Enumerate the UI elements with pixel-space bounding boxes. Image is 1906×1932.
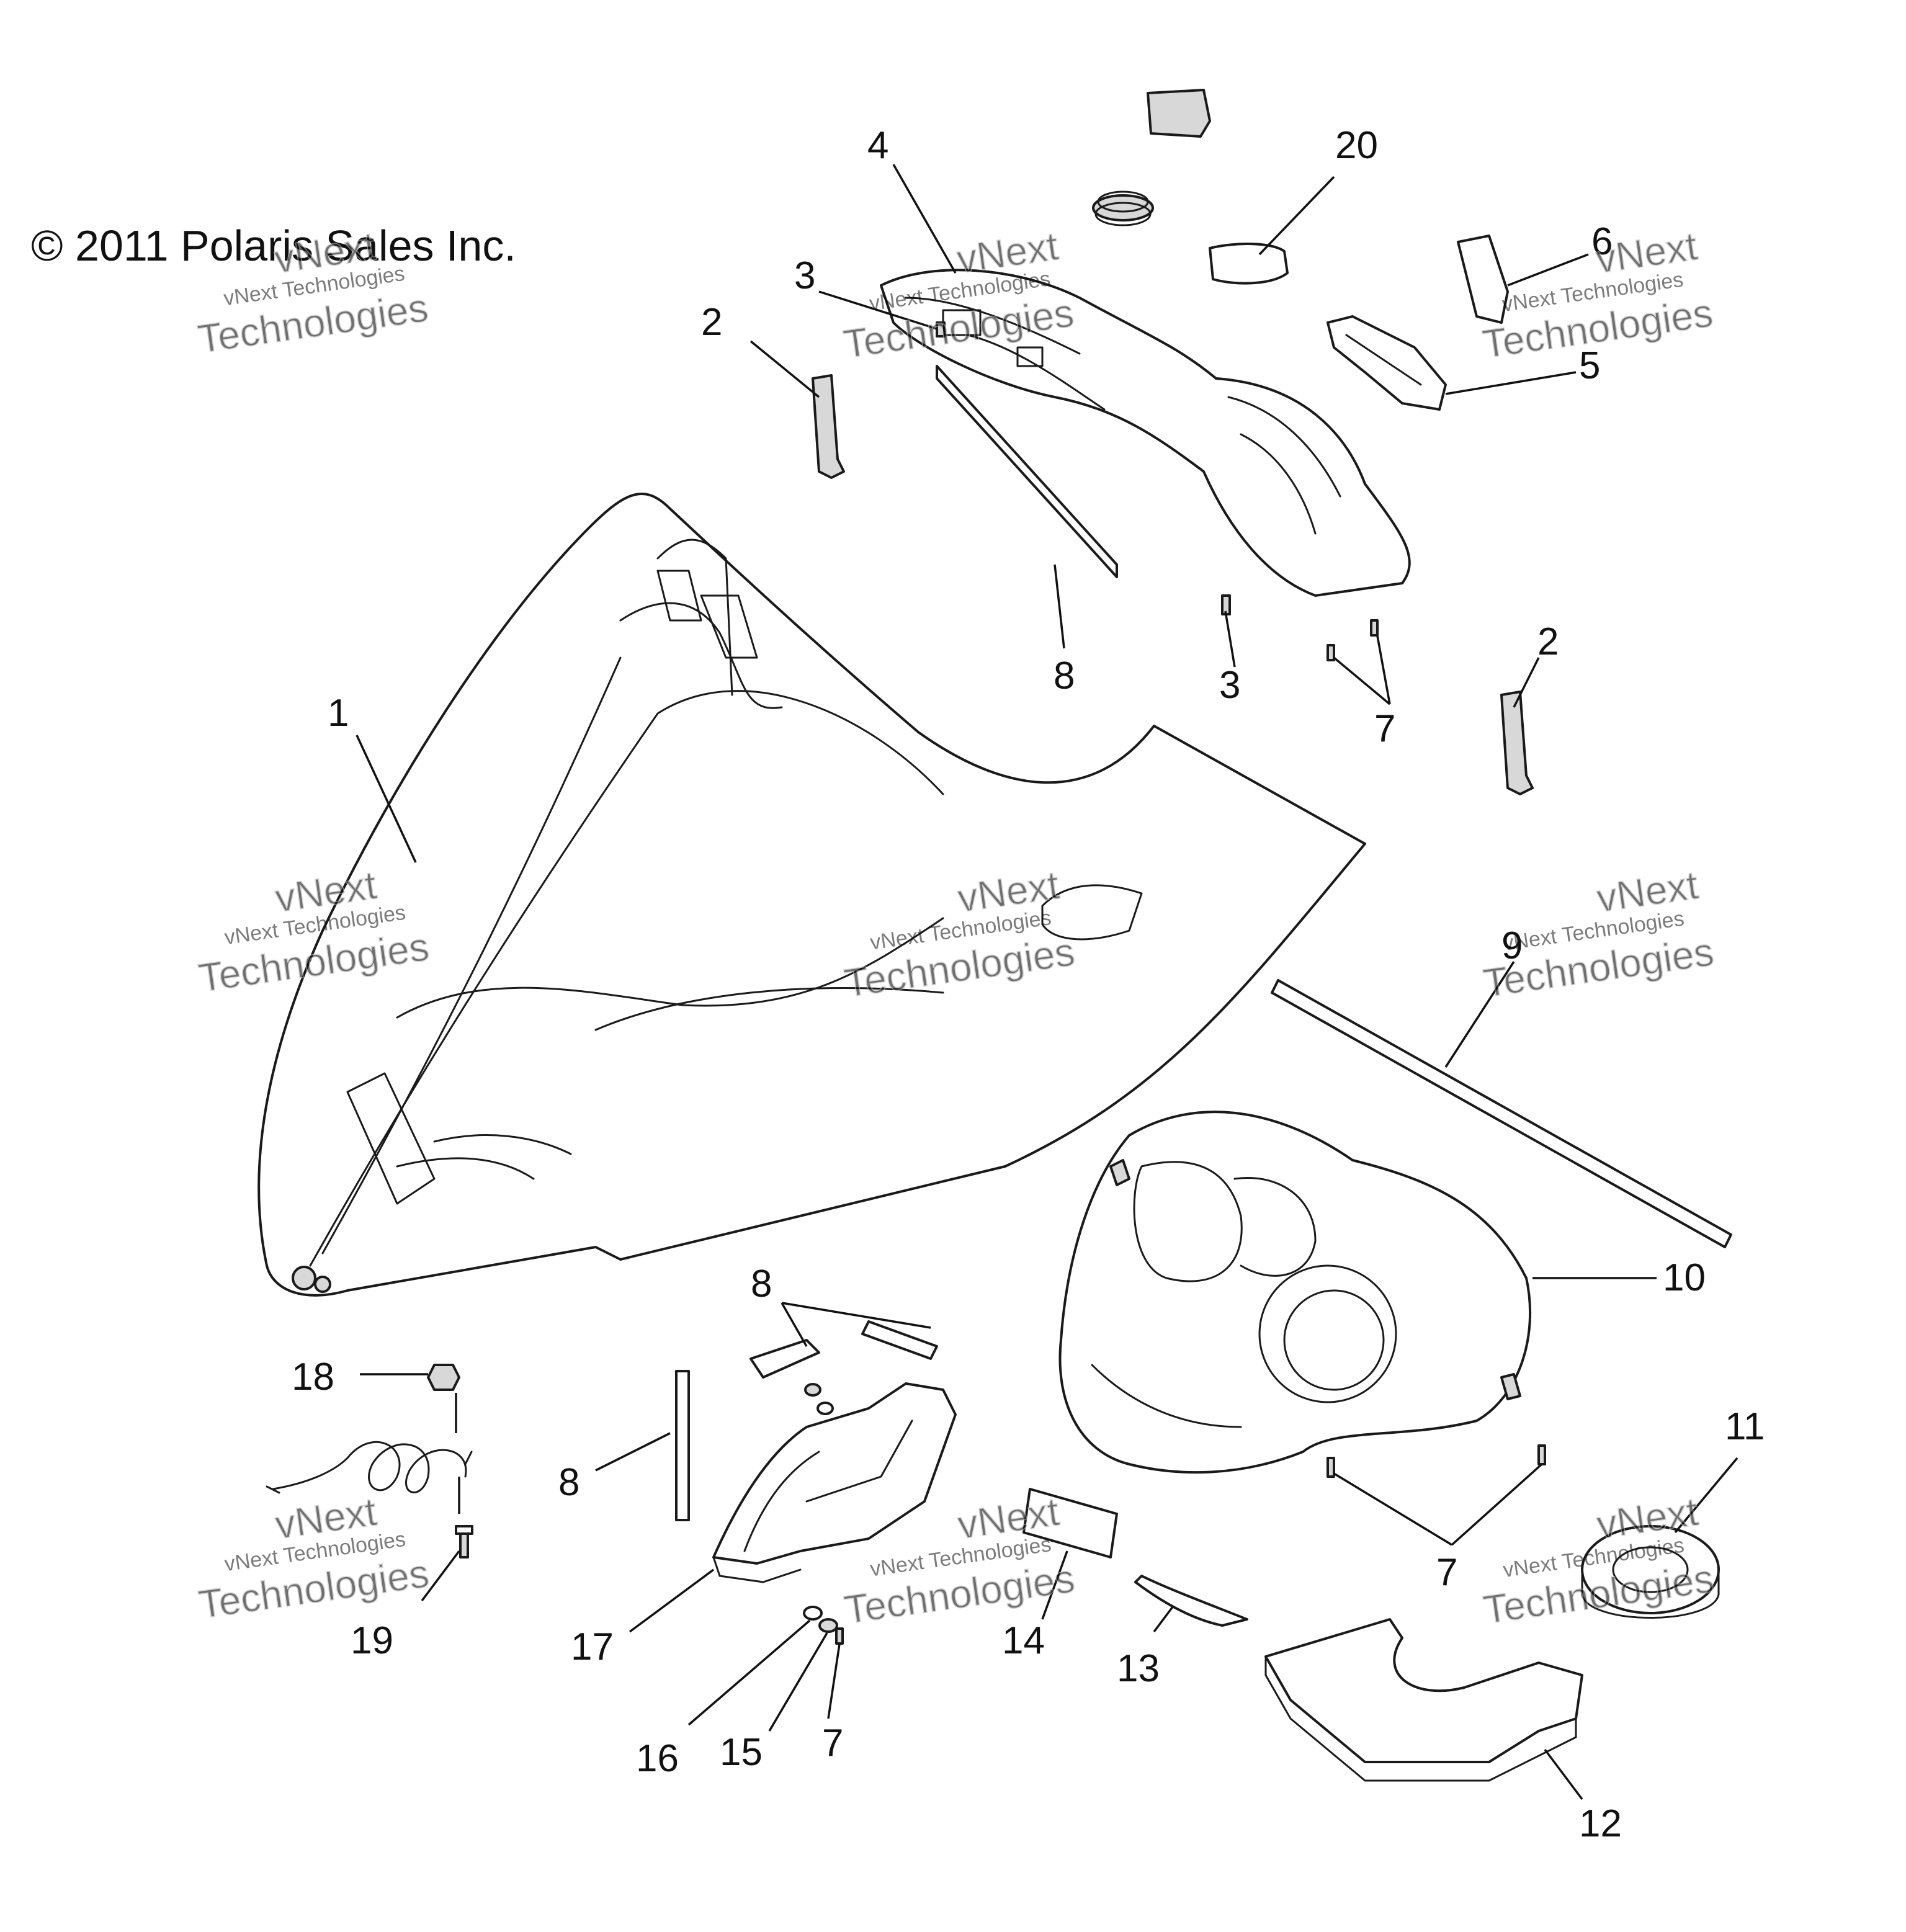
watermark-mid-right: vNext vNext Technologies Technologies bbox=[1480, 862, 1717, 1006]
copyright-notice: © 2011 Polaris Sales Inc. bbox=[31, 221, 516, 270]
part-1-hood bbox=[257, 493, 1366, 1297]
part-10-tank bbox=[1058, 1111, 1531, 1474]
callout-14: 14 bbox=[1002, 1619, 1045, 1662]
callout-6: 6 bbox=[1591, 220, 1613, 263]
callout-11: 11 bbox=[1725, 1405, 1765, 1448]
callout-20: 20 bbox=[1335, 124, 1378, 167]
part-6-strip bbox=[1457, 235, 1509, 324]
watermark-bottom-right: vNext vNext Technologies Technologies bbox=[1480, 1488, 1717, 1632]
callout-labels: 1 2 2 3 3 4 5 6 7 7 7 8 8 8 9 10 11 12 1… bbox=[292, 124, 1765, 1845]
callout-17: 17 bbox=[571, 1626, 614, 1668]
part-18-nut bbox=[427, 1364, 460, 1391]
callout-18: 18 bbox=[292, 1356, 334, 1398]
callout-7-upper: 7 bbox=[1374, 707, 1395, 750]
part-13-decal bbox=[1134, 1575, 1248, 1627]
part-8-strip-lower bbox=[675, 1370, 690, 1521]
part-8-strip-upper bbox=[936, 365, 1118, 578]
part-4-dash-pod bbox=[880, 269, 1411, 597]
part-11-ring bbox=[1581, 1525, 1720, 1619]
callout-5: 5 bbox=[1579, 344, 1600, 387]
callout-8-upper: 8 bbox=[1054, 655, 1075, 697]
callout-13: 13 bbox=[1117, 1647, 1160, 1690]
part-15-nut bbox=[818, 1618, 838, 1633]
part-8-strip-middle bbox=[749, 1320, 938, 1379]
callout-7-bottom: 7 bbox=[822, 1722, 843, 1764]
callout-12: 12 bbox=[1579, 1802, 1622, 1845]
part-16-washer bbox=[803, 1606, 823, 1621]
callout-8-lower: 8 bbox=[558, 1461, 579, 1504]
leader-lines bbox=[356, 164, 1738, 1800]
callout-8-middle: 8 bbox=[751, 1263, 772, 1305]
callout-16: 16 bbox=[636, 1737, 679, 1780]
callout-3-upper: 3 bbox=[794, 254, 815, 297]
part-7-screws-lower bbox=[1327, 1444, 1546, 1478]
part-17-side-bracket bbox=[712, 1382, 957, 1583]
part-14-decal bbox=[1022, 1488, 1118, 1559]
callout-4: 4 bbox=[867, 124, 888, 167]
callout-10: 10 bbox=[1663, 1256, 1706, 1299]
part-2-clip-right bbox=[1500, 691, 1534, 795]
callout-9: 9 bbox=[1501, 924, 1523, 967]
callout-2-left: 2 bbox=[701, 301, 722, 344]
callout-3-lower: 3 bbox=[1219, 664, 1240, 707]
part-3-screw-upper bbox=[936, 321, 946, 338]
part-20-caps bbox=[1092, 89, 1289, 285]
watermark-bottom-left: vNext vNext Technologies Technologies bbox=[195, 1488, 432, 1627]
part-12-foam-pad bbox=[1264, 1618, 1583, 1782]
callout-1: 1 bbox=[328, 692, 349, 735]
part-7-screw-bottom bbox=[835, 1627, 844, 1645]
callout-19: 19 bbox=[351, 1619, 393, 1662]
upper-bracket-hardware bbox=[804, 1383, 834, 1415]
part-5-bracket bbox=[1327, 315, 1447, 411]
part-9-rod bbox=[1271, 979, 1732, 1248]
harness-cable bbox=[266, 1441, 473, 1494]
part-2-clip-left bbox=[812, 374, 845, 479]
part-19-bolt bbox=[455, 1525, 473, 1559]
callout-2-right: 2 bbox=[1537, 620, 1559, 663]
callout-7-lower: 7 bbox=[1436, 1551, 1457, 1594]
callout-15: 15 bbox=[720, 1731, 763, 1774]
part-7-screws-upper bbox=[1327, 619, 1379, 661]
